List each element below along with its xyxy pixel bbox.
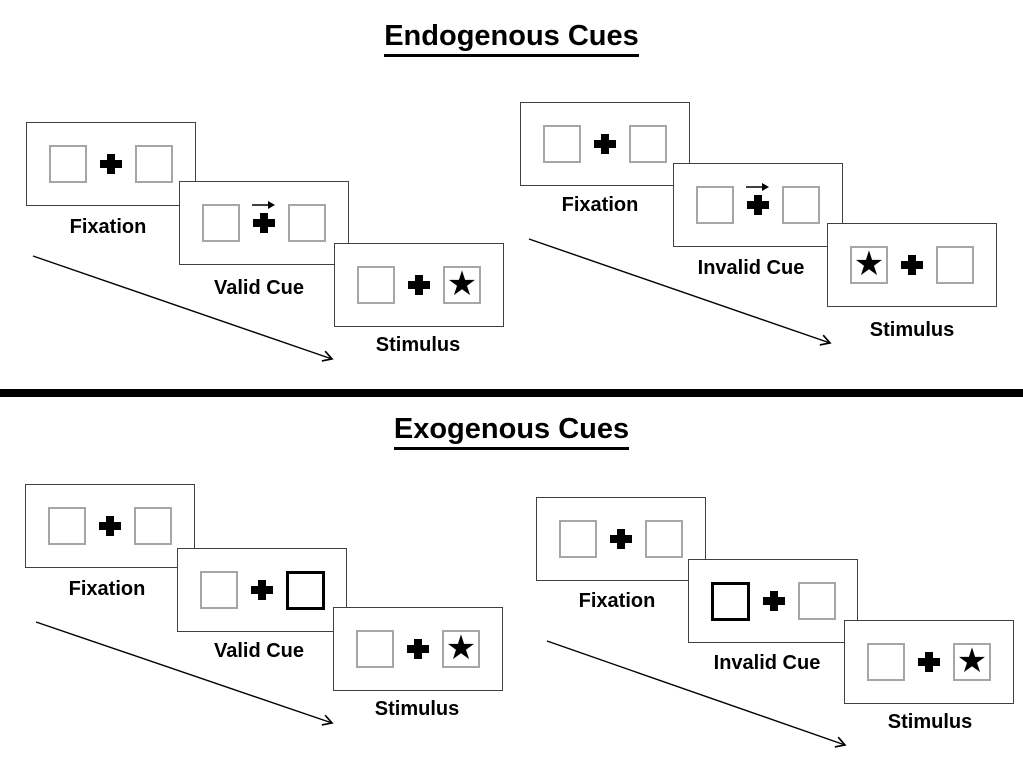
section-title-text: Endogenous Cues (384, 20, 639, 57)
right-placeholder-box (782, 186, 820, 224)
right-target-box: ★ (442, 630, 480, 668)
panel-label: Stimulus (869, 319, 955, 341)
left-target-box: ★ (850, 246, 888, 284)
left-placeholder-box (202, 204, 240, 242)
exo-valid-fixation-panel (25, 484, 195, 568)
section-title-endogenous: Endogenous Cues (0, 20, 1023, 57)
fixation-cross-icon (252, 201, 275, 233)
star-icon: ★ (446, 263, 478, 304)
right-placeholder-box (629, 125, 667, 163)
right-placeholder-box (134, 507, 172, 545)
timeline-arrow (32, 255, 334, 362)
left-placeholder-box (559, 520, 597, 558)
timeline-arrow (546, 640, 847, 748)
endo-valid-fixation-panel (26, 122, 196, 206)
fixation-cross-icon (407, 639, 429, 659)
cue-arrow-icon (252, 201, 275, 209)
left-placeholder-box (357, 266, 395, 304)
fixation-cross-icon (408, 275, 430, 295)
fixation-cross-icon (99, 516, 121, 536)
endo-invalid-stimulus-panel: ★ (827, 223, 997, 307)
right-placeholder-box (288, 204, 326, 242)
cue-arrow-icon (746, 183, 769, 191)
left-placeholder-box (356, 630, 394, 668)
fixation-cross-icon (594, 134, 616, 154)
endo-invalid-cue-panel (673, 163, 843, 247)
panel-label: Fixation (69, 216, 147, 238)
fixation-cross-icon (610, 529, 632, 549)
fixation-cross-icon (250, 580, 273, 600)
exo-valid-stimulus-panel: ★ (333, 607, 503, 691)
panel-label: Invalid Cue (713, 652, 821, 674)
section-divider (0, 389, 1023, 397)
fixation-cross-icon (746, 183, 769, 215)
panel-label: Stimulus (374, 698, 460, 720)
timeline-arrow (528, 238, 832, 346)
fixation-cross-icon (762, 591, 785, 611)
right-placeholder-box (797, 582, 836, 620)
right-target-box: ★ (443, 266, 481, 304)
right-target-box: ★ (953, 643, 991, 681)
fixation-cross-icon (100, 154, 122, 174)
panel-label: Fixation (68, 578, 146, 600)
section-title-text: Exogenous Cues (393, 413, 630, 450)
exo-valid-cue-panel (177, 548, 347, 632)
exo-invalid-stimulus-panel: ★ (844, 620, 1014, 704)
timeline-arrow (35, 621, 334, 726)
panel-label: Stimulus (887, 711, 973, 733)
section-title-exogenous: Exogenous Cues (0, 413, 1023, 450)
left-cue-highlight-box (710, 581, 750, 621)
right-cue-highlight-box (285, 570, 325, 610)
right-placeholder-box (936, 246, 974, 284)
left-placeholder-box (543, 125, 581, 163)
fixation-cross-icon (918, 652, 940, 672)
panel-label: Valid Cue (213, 640, 305, 662)
panel-label: Stimulus (375, 334, 461, 356)
endo-valid-stimulus-panel: ★ (334, 243, 504, 327)
right-placeholder-box (135, 145, 173, 183)
endo-valid-cue-panel (179, 181, 349, 265)
fixation-cross-icon (901, 255, 923, 275)
panel-label: Valid Cue (213, 277, 305, 299)
left-placeholder-box (199, 571, 238, 609)
left-placeholder-box (48, 507, 86, 545)
exo-invalid-fixation-panel (536, 497, 706, 581)
panel-label: Invalid Cue (697, 257, 805, 279)
right-placeholder-box (645, 520, 683, 558)
panel-label: Fixation (561, 194, 639, 216)
left-placeholder-box (49, 145, 87, 183)
endo-invalid-fixation-panel (520, 102, 690, 186)
left-placeholder-box (867, 643, 905, 681)
star-icon: ★ (445, 627, 477, 668)
panel-label: Fixation (578, 590, 656, 612)
exo-invalid-cue-panel (688, 559, 858, 643)
left-placeholder-box (696, 186, 734, 224)
star-icon: ★ (956, 640, 988, 681)
star-icon: ★ (853, 243, 885, 284)
